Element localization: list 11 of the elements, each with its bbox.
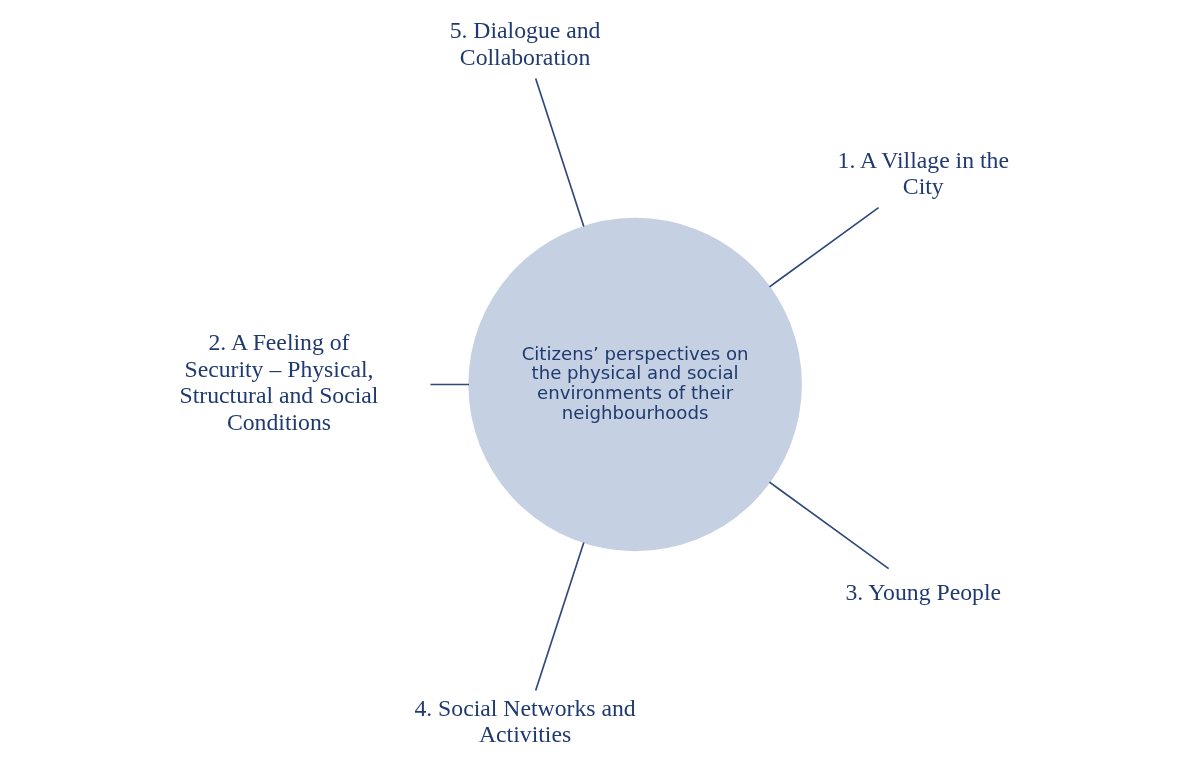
- node-text: 1. A Village in the City: [837, 146, 1009, 200]
- node-text: 2. A Feeling of Security – Physical, Structural and Social Conditions: [179, 329, 379, 435]
- connector: [768, 481, 890, 570]
- connector: [768, 206, 880, 288]
- node-text: 5. Dialogue and Collaboration: [449, 17, 601, 70]
- node-text: 4. Social Networks and Activities: [414, 694, 636, 748]
- connector: [534, 541, 585, 692]
- connector: [429, 383, 470, 386]
- connector: [534, 77, 585, 228]
- node-circle: Citizens’ perspectives on the physical and social environments of their neighbourhoods: [468, 217, 802, 552]
- node-text: 3. Young People: [845, 578, 1002, 605]
